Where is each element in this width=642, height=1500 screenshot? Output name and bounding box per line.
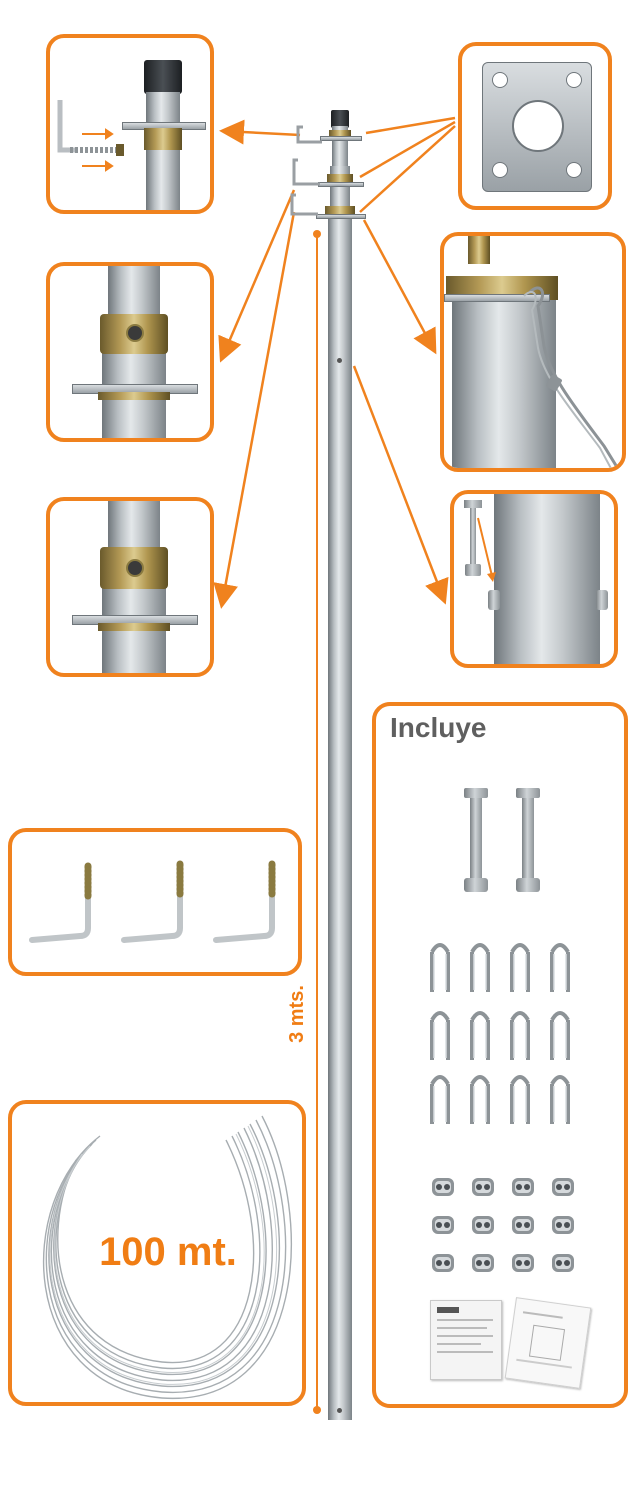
left-nut-icon <box>488 590 500 610</box>
wire-length-label: 100 mt. <box>99 1230 237 1274</box>
bolt-shaft-icon <box>522 798 534 882</box>
detail-coupling-upper <box>46 262 214 442</box>
hook-bolt-icon <box>57 100 124 172</box>
detail-coupling-lower <box>46 497 214 677</box>
arrow-to-coupling-lower <box>213 211 296 609</box>
bolt-head-icon <box>464 500 482 508</box>
set-screw-icon <box>126 559 144 577</box>
right-nut-icon <box>596 590 608 610</box>
mast-coupling-1 <box>329 130 351 138</box>
mast-top-cap <box>331 110 349 128</box>
detail-guy-wire <box>440 232 626 472</box>
insert-arrow-icon <box>477 517 496 582</box>
bolt-image <box>470 504 476 570</box>
long-bolts-group <box>456 788 556 898</box>
detail-top-hook <box>46 34 214 214</box>
mast-coupling-2 <box>327 174 353 183</box>
includes-title: Incluye <box>390 712 487 743</box>
length-dimension-line <box>313 230 321 1414</box>
base-ring-image <box>98 392 170 400</box>
nut-icon <box>464 878 488 892</box>
wire-rope-clips-group <box>432 1178 574 1272</box>
pipe-image <box>146 92 180 210</box>
instruction-leaflet-icon <box>430 1300 502 1380</box>
arrow-to-coupling-upper <box>218 189 296 363</box>
base-ring-image <box>98 623 170 631</box>
corner-hole-icon <box>492 162 508 178</box>
line-to-plate-3 <box>359 125 456 213</box>
detail-through-bolt <box>450 490 618 668</box>
ring-plate-image <box>444 294 550 302</box>
mast-section-mid <box>328 210 352 1420</box>
nut-icon <box>465 564 481 576</box>
mast-bolt-hole <box>337 358 342 363</box>
wire-coil-icon <box>42 1115 292 1399</box>
mast-plate-3 <box>316 214 366 219</box>
set-screw-icon <box>126 324 144 342</box>
hook-top-image <box>468 236 490 264</box>
center-hole-icon <box>512 100 564 152</box>
line-to-plate-2 <box>359 120 456 179</box>
bolt-shaft-icon <box>470 798 482 882</box>
l-hook-bolts-icon <box>29 860 276 943</box>
telescopic-mast <box>310 108 370 1428</box>
guy-wire-icon <box>523 286 620 468</box>
corner-hole-icon <box>566 162 582 178</box>
includes-panel: Incluye <box>372 702 628 1408</box>
arrow-to-bolt-detail <box>352 365 449 605</box>
arrow-to-hook-detail <box>219 119 301 145</box>
bolt-head-icon <box>516 788 540 798</box>
corner-hole-icon <box>492 72 508 88</box>
pipe-image <box>494 494 600 664</box>
detail-l-hooks <box>8 828 302 976</box>
bolt-head-icon <box>464 788 488 798</box>
detail-wire-coil: 100 mt. <box>8 1100 306 1406</box>
line-to-plate-1 <box>365 116 456 135</box>
corner-hole-icon <box>566 72 582 88</box>
detail-mounting-plate <box>458 42 612 210</box>
mast-coupling-3 <box>325 206 355 215</box>
top-cap-icon <box>144 60 182 94</box>
mast-bottom-hole <box>337 1408 342 1413</box>
length-label: 3 mts. <box>286 985 308 1043</box>
instruction-sheet-icon <box>504 1297 592 1389</box>
nut-icon <box>516 878 540 892</box>
mast-plate-1 <box>320 136 362 141</box>
coupling-ring-image <box>144 128 182 150</box>
arrow-to-guy-wire-detail <box>362 219 437 355</box>
